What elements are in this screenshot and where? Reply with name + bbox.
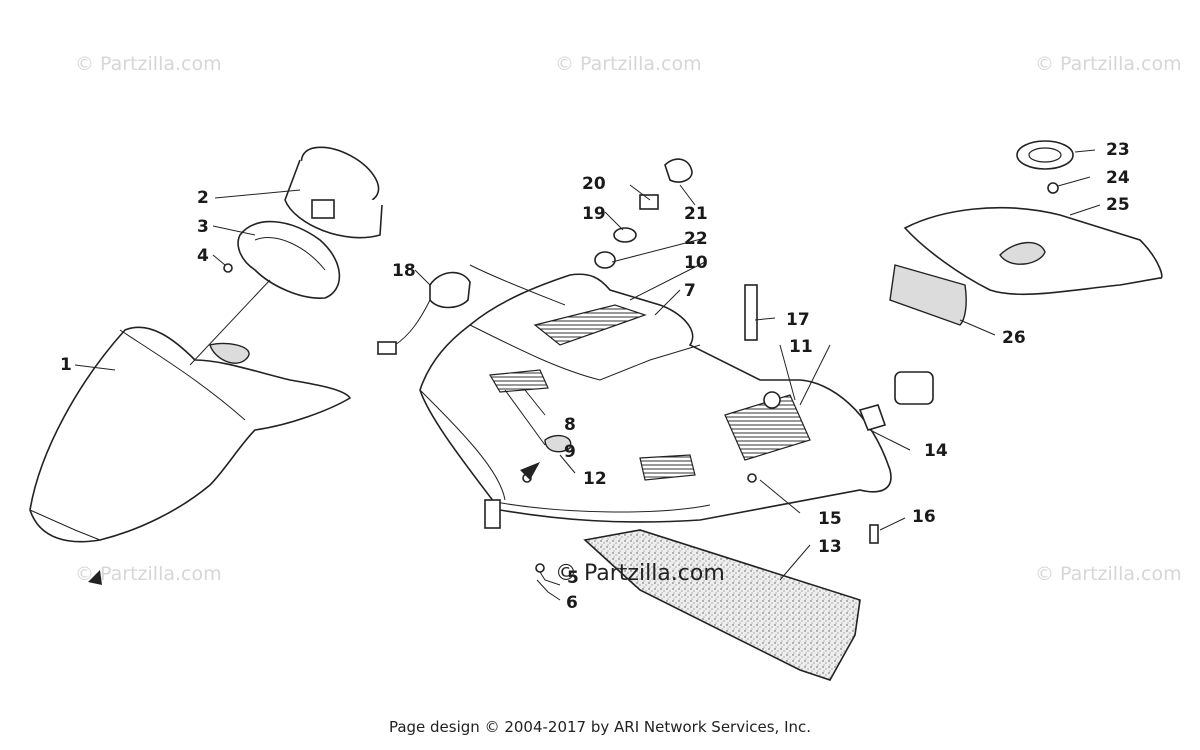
grommet bbox=[594, 251, 616, 269]
callout-8: 8 bbox=[564, 415, 576, 435]
callout-21: 21 bbox=[684, 204, 708, 224]
bezel-inner bbox=[254, 237, 326, 271]
mesh-grille bbox=[533, 304, 647, 346]
console-panel bbox=[419, 273, 892, 523]
callout-9: 9 bbox=[564, 442, 576, 462]
key-cap bbox=[639, 194, 659, 210]
socket bbox=[894, 371, 934, 405]
console-ridge bbox=[469, 324, 701, 381]
bracket bbox=[484, 499, 501, 529]
callout-4: 4 bbox=[197, 246, 209, 266]
cap bbox=[664, 158, 693, 183]
watermark: © Partzilla.com bbox=[1035, 563, 1182, 585]
callout-15: 15 bbox=[818, 509, 842, 529]
callout-11: 11 bbox=[789, 337, 813, 357]
callout-22: 22 bbox=[684, 229, 708, 249]
seal-ring-inner bbox=[1028, 147, 1062, 163]
washer bbox=[613, 227, 637, 243]
callout-20: 20 bbox=[582, 174, 606, 194]
gauge-bezel bbox=[237, 220, 341, 299]
decal bbox=[544, 434, 572, 453]
callout-5: 5 bbox=[567, 568, 579, 588]
hood-edge bbox=[119, 329, 246, 421]
hood-vent bbox=[209, 342, 250, 364]
watermark: © Partzilla.com bbox=[1035, 53, 1182, 75]
footer-copyright: Page design © 2004-2017 by ARI Network S… bbox=[388, 718, 812, 736]
callout-18: 18 bbox=[392, 261, 416, 281]
fastener bbox=[869, 524, 879, 544]
console-edge bbox=[419, 389, 506, 501]
fastener bbox=[747, 473, 757, 483]
foam-pad bbox=[583, 529, 861, 681]
callout-7: 7 bbox=[684, 281, 696, 301]
callouts: 1 2 3 4 5 6 7 8 9 10 11 12 13 14 15 16 1… bbox=[60, 140, 1130, 613]
hood-edge bbox=[29, 509, 101, 541]
leader-lines bbox=[74, 149, 1101, 601]
callout-24: 24 bbox=[1106, 168, 1130, 188]
gauge-connector bbox=[311, 199, 335, 219]
callout-12: 12 bbox=[583, 469, 607, 489]
screw bbox=[223, 263, 233, 273]
screw bbox=[1047, 182, 1059, 194]
callout-1: 1 bbox=[60, 355, 72, 375]
watermark-center: © Partzilla.com bbox=[555, 561, 725, 586]
socket-nut bbox=[858, 404, 887, 431]
switch-wire bbox=[394, 299, 431, 346]
callout-14: 14 bbox=[924, 441, 948, 461]
switch-plug bbox=[377, 341, 397, 355]
direction-arrow bbox=[88, 570, 102, 585]
washer bbox=[763, 391, 781, 409]
gauge-housing bbox=[284, 159, 383, 239]
callout-3: 3 bbox=[197, 217, 209, 237]
callout-6: 6 bbox=[566, 593, 578, 613]
watermark: © Partzilla.com bbox=[555, 53, 702, 75]
callout-16: 16 bbox=[912, 507, 936, 527]
reflector bbox=[889, 264, 967, 326]
bolt bbox=[744, 284, 758, 341]
callout-10: 10 bbox=[684, 253, 708, 273]
watermark: © Partzilla.com bbox=[75, 53, 222, 75]
cover-knob bbox=[999, 241, 1046, 265]
callout-19: 19 bbox=[582, 204, 606, 224]
callout-26: 26 bbox=[1002, 328, 1026, 348]
callout-13: 13 bbox=[818, 537, 842, 557]
watermark: © Partzilla.com bbox=[75, 563, 222, 585]
direction-arrow bbox=[520, 462, 540, 480]
hood-panel bbox=[29, 326, 352, 543]
switch bbox=[429, 271, 471, 309]
screw bbox=[535, 563, 545, 573]
mesh-grille bbox=[639, 454, 696, 481]
console-edge bbox=[484, 499, 711, 513]
callout-25: 25 bbox=[1106, 195, 1130, 215]
callout-17: 17 bbox=[786, 310, 810, 330]
callout-23: 23 bbox=[1106, 140, 1130, 160]
callout-2: 2 bbox=[197, 188, 209, 208]
mesh-grille bbox=[489, 369, 549, 393]
